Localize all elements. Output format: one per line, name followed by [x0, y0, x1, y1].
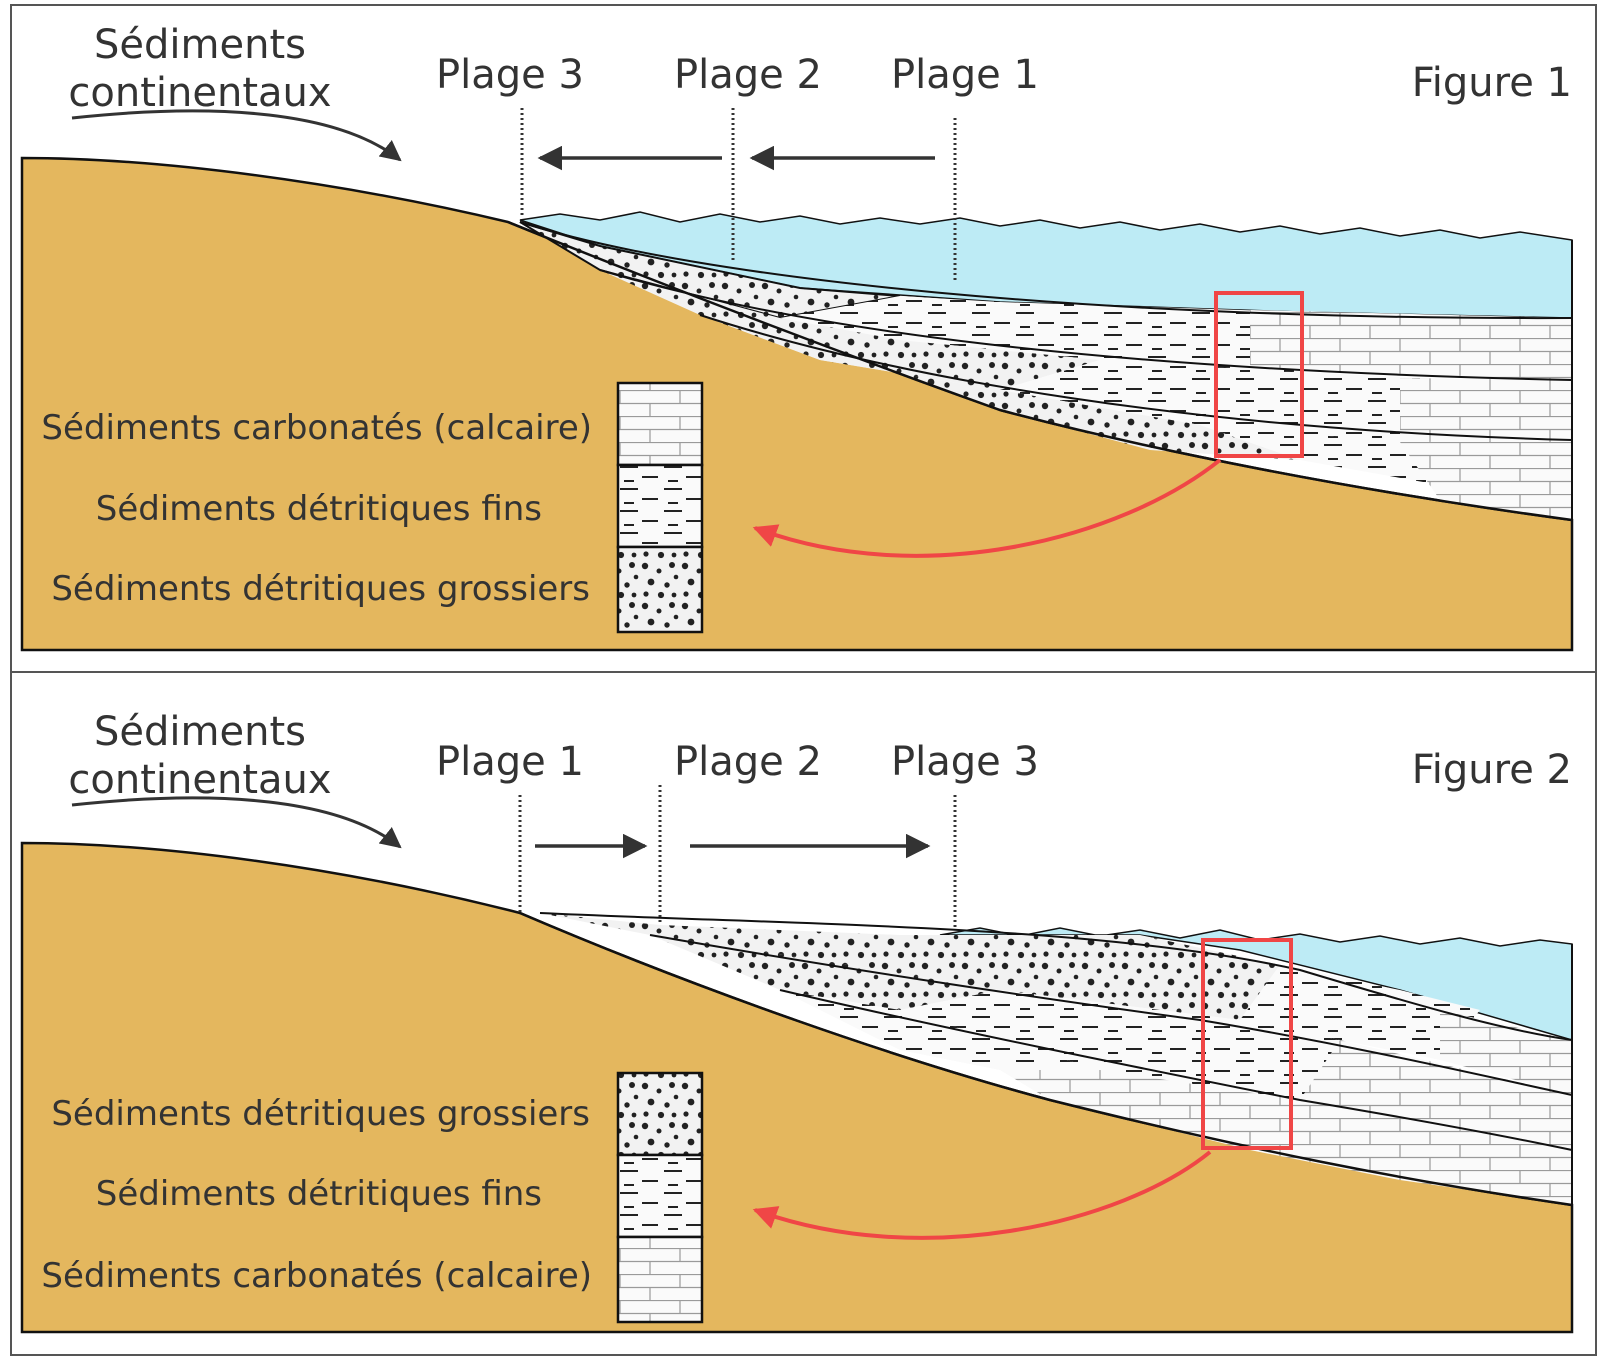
highlight-arrow: [752, 1150, 1212, 1240]
beach-label-2: Plage 2: [674, 52, 822, 98]
figure-label: Figure 1: [1412, 60, 1572, 106]
layer-2-lime: [1400, 378, 1572, 442]
layer-3-fine: [1200, 425, 1440, 485]
layer-1-lime: [1250, 310, 1572, 380]
highlight-box: [1201, 938, 1293, 1150]
legend-swatch-fine: [616, 463, 704, 549]
legend-swatch-coarse: [616, 1071, 704, 1157]
outer-frame: [10, 4, 1597, 1356]
figure-label: Figure 2: [1412, 747, 1572, 793]
sea: [939, 927, 1573, 1041]
legend-swatch-fine: [616, 1153, 704, 1239]
beach-label-2: Plage 2: [674, 739, 822, 785]
layer-2-lime: [1300, 1040, 1572, 1150]
beach-label-3: Plage 1: [891, 52, 1039, 98]
beach-label-1: Plage 1: [436, 739, 584, 785]
panel-figure-2: Sédiments continentaux Plage 1 Plage 2 P…: [20, 709, 1574, 1334]
legend-swatch-coarse: [616, 545, 704, 634]
highlight-arrow: [752, 458, 1222, 558]
legend-label-1: Sédiments carbonatés (calcaire): [41, 408, 592, 448]
legend-label-2: Sédiments détritiques fins: [96, 489, 542, 529]
legend-swatch-limestone: [616, 381, 704, 467]
layer-3-coarse: [700, 315, 1300, 460]
legend-swatch-limestone: [616, 1235, 704, 1324]
highlight-box: [1214, 291, 1304, 458]
layer-1-fine: [1240, 965, 1480, 1060]
continental-label-line-1: Sédiments: [94, 22, 306, 68]
layer-2-coarse: [650, 935, 1000, 1010]
layer-1-lime: [1440, 1010, 1572, 1095]
legend-label-1: Sédiments détritiques grossiers: [51, 1094, 590, 1134]
layer-2-fine: [1000, 360, 1420, 442]
continental-label-line-2: continentaux: [68, 70, 331, 116]
continental-label-line-2: continentaux: [68, 757, 331, 803]
layer-2-coarse: [600, 270, 1100, 390]
beach-label-1: Plage 3: [436, 52, 584, 98]
legend: Sédiments détritiques grossiers Sédiment…: [41, 1071, 704, 1324]
layer-3-fine: [780, 990, 1100, 1070]
continental-arrow: [71, 796, 402, 849]
layer-3-lime: [1000, 1070, 1572, 1205]
legend-label-3: Sédiments carbonatés (calcaire): [41, 1256, 592, 1296]
beach-label-3: Plage 3: [891, 739, 1039, 785]
layer-2-fine: [900, 990, 1340, 1100]
panel-figure-1: Sédiments continentaux Plage 3 Plage 2 P…: [20, 22, 1574, 652]
legend-label-2: Sédiments détritiques fins: [96, 1174, 542, 1214]
continental-arrow: [71, 109, 402, 162]
layer-1-fine: [780, 296, 1300, 372]
continental-label-line-1: Sédiments: [94, 709, 306, 755]
legend: Sédiments carbonatés (calcaire) Sédiment…: [41, 381, 704, 634]
legend-label-3: Sédiments détritiques grossiers: [51, 569, 590, 609]
